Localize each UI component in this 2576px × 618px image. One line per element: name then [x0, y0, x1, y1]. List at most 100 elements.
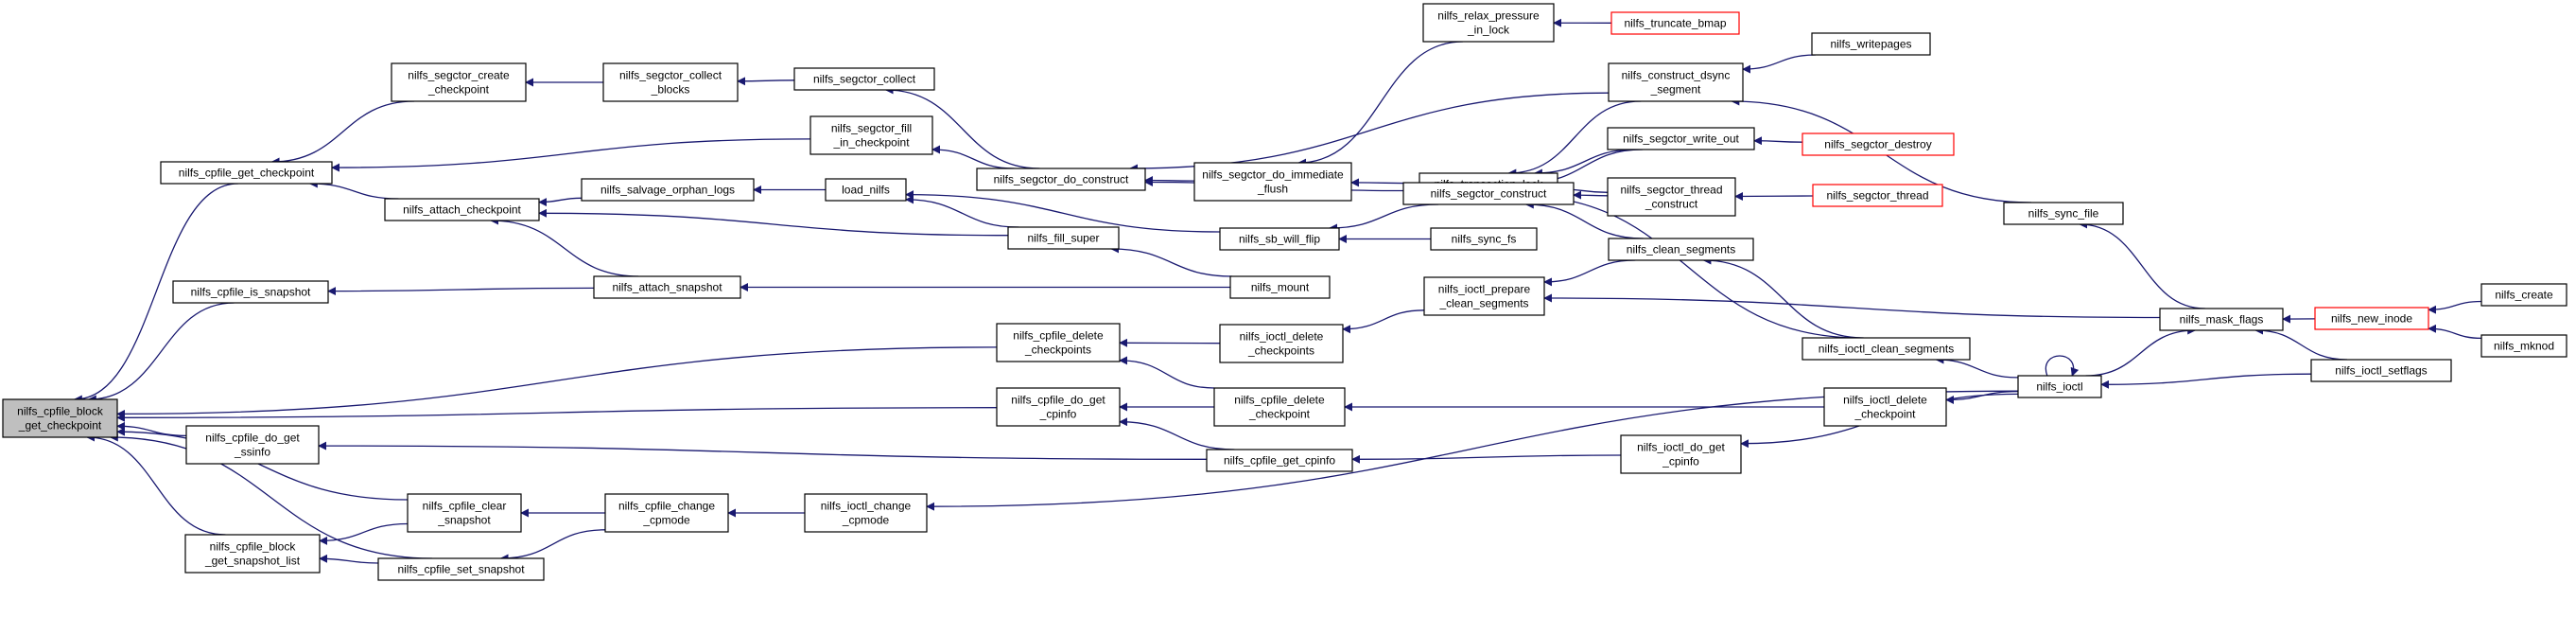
edge-ioctl-clean-segments-to-transaction-lock	[1513, 190, 1860, 339]
node-box	[1422, 3, 1555, 43]
node-attach-snapshot[interactable]: nilfs_attach_snapshot	[593, 275, 741, 299]
node-ioctl-clean-segments[interactable]: nilfs_ioctl_clean_segments	[1801, 337, 1971, 361]
node-create-checkpoint[interactable]: nilfs_segctor_create_checkpoint	[391, 62, 527, 102]
node-mount[interactable]: nilfs_mount	[1229, 275, 1331, 299]
node-segctor-write-out[interactable]: nilfs_segctor_write_out	[1607, 127, 1755, 150]
node-layer: nilfs_cpfile_block_get_checkpoint nilfs_c…	[2, 3, 2567, 581]
node-get-checkpoint[interactable]: nilfs_cpfile_get_checkpoint	[160, 161, 333, 185]
node-clear-snapshot[interactable]: nilfs_cpfile_clear_snapshot	[407, 493, 522, 533]
node-new-inode[interactable]: nilfs_new_inode	[2314, 307, 2429, 330]
node-writepages[interactable]: nilfs_writepages	[1811, 32, 1931, 56]
node-cpfile-delete-checkpoints[interactable]: nilfs_cpfile_delete_checkpoints	[996, 323, 1121, 362]
node-root[interactable]: nilfs_cpfile_block_get_checkpoint	[2, 398, 118, 438]
node-create[interactable]: nilfs_create	[2480, 283, 2567, 307]
node-is-snapshot[interactable]: nilfs_cpfile_is_snapshot	[172, 280, 329, 304]
node-clean-segments[interactable]: nilfs_clean_segments	[1608, 238, 1754, 261]
node-box	[1608, 238, 1754, 261]
edge-set-snapshot-to-root	[109, 433, 432, 559]
node-collect[interactable]: nilfs_segctor_collect	[793, 67, 935, 91]
node-label: nilfs_segctor_construct	[1431, 187, 1547, 201]
node-label: nilfs_clean_segments	[1627, 243, 1735, 256]
node-set-snapshot[interactable]: nilfs_cpfile_set_snapshot	[377, 557, 545, 581]
edge-ioctl-clean-segments-to-clean-segments	[1702, 256, 1864, 339]
node-label: nilfs_ioctl_change	[821, 500, 912, 513]
node-segctor-construct[interactable]: nilfs_segctor_construct	[1402, 182, 1575, 205]
node-box	[1213, 387, 1346, 427]
node-box	[2, 398, 118, 438]
node-sync-file[interactable]: nilfs_sync_file	[2003, 202, 2124, 225]
node-label: nilfs_cpfile_block	[210, 540, 297, 554]
node-load-nilfs[interactable]: load_nilfs	[825, 178, 907, 202]
edge-clean-segments-to-segctor-construct	[1524, 200, 1644, 239]
node-ioctl-delete-checkpoint[interactable]: nilfs_ioctl_delete_checkpoint	[1823, 387, 1947, 427]
node-box	[1801, 132, 1955, 156]
node-ioctl-change-cpmode[interactable]: nilfs_ioctl_change_cpmode	[804, 493, 928, 533]
node-box	[2310, 359, 2452, 382]
node-ioctl-do-get-cpinfo[interactable]: nilfs_ioctl_do_get_cpinfo	[1620, 434, 1742, 474]
node-attach-checkpoint[interactable]: nilfs_attach_checkpoint	[384, 198, 540, 221]
node-construct-dsync-segment[interactable]: nilfs_construct_dsync_segment	[1608, 62, 1744, 102]
node-label: nilfs_segctor_destroy	[1824, 138, 1931, 151]
node-sb-will-flip[interactable]: nilfs_sb_will_flip	[1219, 227, 1340, 251]
node-box	[172, 280, 329, 304]
node-label: _get_snapshot_list	[204, 555, 301, 568]
node-segctor-thread-construct[interactable]: nilfs_segctor_thread_construct	[1607, 177, 1736, 217]
node-do-immediate-flush[interactable]: nilfs_segctor_do_immediate_flush	[1193, 162, 1352, 202]
edge-ioctl-to-mask-flags	[2085, 326, 2197, 377]
node-cpfile-get-cpinfo[interactable]: nilfs_cpfile_get_cpinfo	[1206, 449, 1353, 472]
node-label: _segment	[1650, 83, 1701, 97]
edge-create-checkpoint-to-get-checkpoint	[270, 100, 415, 167]
node-label: load_nilfs	[842, 184, 890, 197]
edge-attach-snapshot-to-attach-checkpoint	[490, 216, 639, 277]
node-fill-super[interactable]: nilfs_fill_super	[1007, 226, 1120, 250]
node-label: nilfs_mount	[1251, 281, 1310, 294]
edge-mknod-to-new-inode	[2428, 324, 2482, 340]
edge-fill-super-to-attach-checkpoint	[538, 208, 1009, 237]
node-box	[1206, 449, 1353, 472]
node-label: nilfs_new_inode	[2331, 312, 2412, 326]
edge-ioctl-prepare-clean-segments-to-ioctl-delete-checkpoints	[1342, 309, 1425, 334]
node-box	[377, 557, 545, 581]
node-box	[1229, 275, 1331, 299]
node-relax-pressure-in-lock[interactable]: nilfs_relax_pressure_in_lock	[1422, 3, 1555, 43]
node-label: nilfs_mask_flags	[2180, 313, 2264, 327]
node-mask-flags[interactable]: nilfs_mask_flags	[2159, 308, 2284, 331]
node-truncate-bmap[interactable]: nilfs_truncate_bmap	[1610, 11, 1740, 35]
node-label: _in_checkpoint	[832, 136, 910, 150]
node-box	[2480, 334, 2567, 358]
node-box	[391, 62, 527, 102]
node-label: nilfs_attach_checkpoint	[403, 203, 521, 217]
node-sync-fs[interactable]: nilfs_sync_fs	[1430, 227, 1538, 251]
edge-attach-checkpoint-to-get-checkpoint	[308, 179, 399, 200]
node-fill-in-checkpoint[interactable]: nilfs_segctor_fill_in_checkpoint	[809, 115, 933, 155]
node-block-get-snapshot-list[interactable]: nilfs_cpfile_block_get_snapshot_list	[184, 534, 321, 574]
node-ioctl-delete-checkpoints[interactable]: nilfs_ioctl_delete_checkpoints	[1219, 324, 1344, 363]
node-label: nilfs_cpfile_set_snapshot	[397, 563, 525, 576]
node-segctor-destroy[interactable]: nilfs_segctor_destroy	[1801, 132, 1955, 156]
node-box	[804, 493, 928, 533]
node-ioctl[interactable]: nilfs_ioctl	[2017, 375, 2102, 398]
node-box	[1423, 276, 1545, 316]
node-label: _checkpoint	[427, 83, 490, 97]
node-segctor-thread[interactable]: nilfs_segctor_thread	[1812, 184, 1943, 207]
edge-collect-to-collect-blocks	[737, 77, 795, 86]
node-ioctl-prepare-clean-segments[interactable]: nilfs_ioctl_prepare_clean_segments	[1423, 276, 1545, 316]
node-label: nilfs_cpfile_delete	[1234, 394, 1325, 407]
node-box	[2314, 307, 2429, 330]
node-salvage-orphan-logs[interactable]: nilfs_salvage_orphan_logs	[581, 178, 755, 202]
node-collect-blocks[interactable]: nilfs_segctor_collect_blocks	[602, 62, 739, 102]
node-change-cpmode[interactable]: nilfs_cpfile_change_cpmode	[604, 493, 729, 533]
node-cpfile-do-get-cpinfo[interactable]: nilfs_cpfile_do_get_cpinfo	[996, 387, 1121, 427]
node-label: nilfs_sync_file	[2028, 207, 2099, 221]
node-box	[581, 178, 755, 202]
node-do-construct[interactable]: nilfs_segctor_do_construct	[976, 168, 1146, 191]
edge-attach-snapshot-to-is-snapshot	[327, 287, 595, 296]
edge-construct-dsync-segment-to-transaction-lock	[1507, 100, 1642, 178]
node-do-get-ssinfo[interactable]: nilfs_cpfile_do_get_ssinfo	[185, 425, 320, 465]
node-mknod[interactable]: nilfs_mknod	[2480, 334, 2567, 358]
node-label: _checkpoints	[1024, 344, 1091, 357]
edge-layer	[73, 18, 2482, 564]
node-cpfile-delete-checkpoint[interactable]: nilfs_cpfile_delete_checkpoint	[1213, 387, 1346, 427]
node-ioctl-setflags[interactable]: nilfs_ioctl_setflags	[2310, 359, 2452, 382]
node-box	[996, 387, 1121, 427]
